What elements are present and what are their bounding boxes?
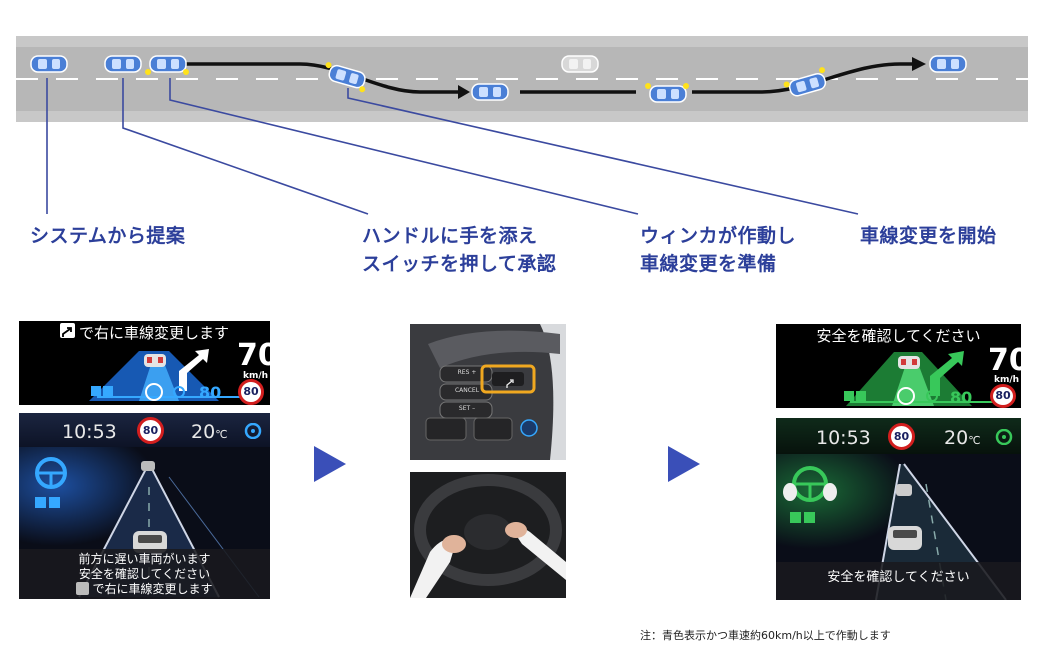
step3-label-line1: ウィンカが作動し — [640, 225, 797, 247]
hands-on-wheel-graphic — [410, 472, 566, 598]
steering-switch-image: RES + CANCEL SET – — [410, 324, 566, 460]
speed-limit-sign: 80 — [888, 423, 915, 450]
steering-assist-icon — [994, 428, 1014, 449]
hud-speed-unit: km/h — [994, 375, 1020, 385]
steering-switch-graphic — [410, 324, 566, 460]
speed-limit-sign: 80 — [238, 379, 264, 405]
message-line2: 安全を確認してください — [78, 567, 211, 581]
speed-limit-sign: 80 — [990, 384, 1016, 408]
road-diagram — [16, 36, 1028, 215]
hud-title: 安全を確認してください — [816, 327, 981, 345]
car-icon-grey — [561, 55, 599, 73]
lane-change-switch-icon[interactable] — [505, 374, 515, 393]
car-icon — [471, 83, 509, 101]
step1-label-line1: システムから提案 — [30, 225, 186, 247]
car-icon — [929, 55, 967, 73]
flow-arrow-2 — [668, 446, 700, 482]
car-icon — [783, 67, 827, 97]
cars — [30, 55, 967, 103]
temp-value: 20 — [944, 427, 969, 449]
step2-label-line2: スイッチを押して承認 — [362, 253, 557, 275]
footnote: 注：青色表示かつ車速約60km/h以上で作動します — [640, 629, 891, 642]
car-icon — [104, 55, 142, 73]
step3-label-line2: 車線変更を準備 — [640, 253, 777, 275]
message-box — [19, 549, 270, 599]
steering-assist-icon — [243, 422, 263, 443]
hud-speed-value: 70 — [237, 338, 270, 373]
hud-lane-change: 安全を確認してください 70 km/h 80 80 — [776, 324, 1021, 408]
connector-step2 — [122, 78, 369, 215]
connector-lines — [46, 78, 859, 215]
hands-on-wheel-image — [410, 472, 566, 598]
car-icon — [30, 55, 68, 73]
hud-set-speed: 80 — [199, 383, 222, 402]
step4-label: 車線変更を開始 — [860, 222, 997, 250]
connector-step3 — [169, 78, 639, 215]
hud-suggestion: で右に車線変更します 70 km/h 80 80 — [19, 321, 270, 405]
outside-temperature: 20℃ — [944, 427, 981, 449]
speed-limit-sign: 80 — [137, 417, 164, 444]
lane-change-switch-icon — [59, 323, 75, 338]
step2-label: ハンドルに手を添え スイッチを押して承認 — [362, 222, 556, 278]
connector-step4 — [347, 88, 859, 215]
set-button-label: SET – — [458, 405, 476, 412]
road-bottom-edge — [16, 111, 1028, 122]
hud-road-graphic — [844, 351, 998, 406]
step2-label-line1: ハンドルに手を添え — [362, 225, 538, 247]
message-box — [776, 562, 1021, 600]
clock-time: 10:53 — [816, 427, 871, 449]
hud-road-graphic — [89, 349, 247, 401]
hud-title-text: で右に車線変更します — [78, 324, 229, 342]
step4-label-line1: 車線変更を開始 — [860, 225, 997, 247]
car-icon — [145, 55, 189, 75]
hud-speed-value: 70 — [988, 343, 1021, 378]
step1-label: システムから提案 — [30, 222, 185, 250]
flow-arrow-1 — [314, 446, 346, 482]
message-line3-text: で右に車線変更します — [92, 582, 213, 596]
message-line3: で右に車線変更します — [19, 582, 270, 597]
step3-label: ウィンカが作動し 車線変更を準備 — [640, 222, 796, 278]
clock-time: 10:53 — [62, 421, 117, 443]
hud-speed-unit: km/h — [243, 371, 269, 381]
message-line1: 安全を確認してください — [827, 570, 970, 585]
outside-temperature: 20℃ — [191, 421, 228, 443]
trajectory-arrowhead-1 — [458, 85, 470, 99]
message-line1: 前方に遅い車両がいます — [78, 552, 211, 566]
lane-change-switch-icon — [76, 582, 90, 595]
temp-unit: ℃ — [968, 434, 981, 447]
meter-panel-suggestion: 10:53 80 20℃ 前方に遅い車両がいます 安全を確認してください で右に… — [19, 413, 270, 599]
car-icon — [645, 83, 689, 103]
temp-value: 20 — [191, 421, 216, 443]
trajectory-arrowhead-2 — [912, 57, 926, 71]
cancel-button-label: CANCEL — [454, 387, 480, 394]
car-icon — [325, 62, 366, 93]
res-button-label: RES + — [457, 369, 477, 376]
trajectory-lane-change-2 — [692, 62, 912, 94]
hud-title: で右に車線変更します — [19, 321, 270, 345]
temp-unit: ℃ — [215, 428, 228, 441]
road-top-edge — [16, 36, 1028, 47]
hud-set-speed: 80 — [950, 388, 973, 407]
meter-panel-lane-change: 10:53 80 20℃ 安全を確認してください — [776, 418, 1021, 600]
